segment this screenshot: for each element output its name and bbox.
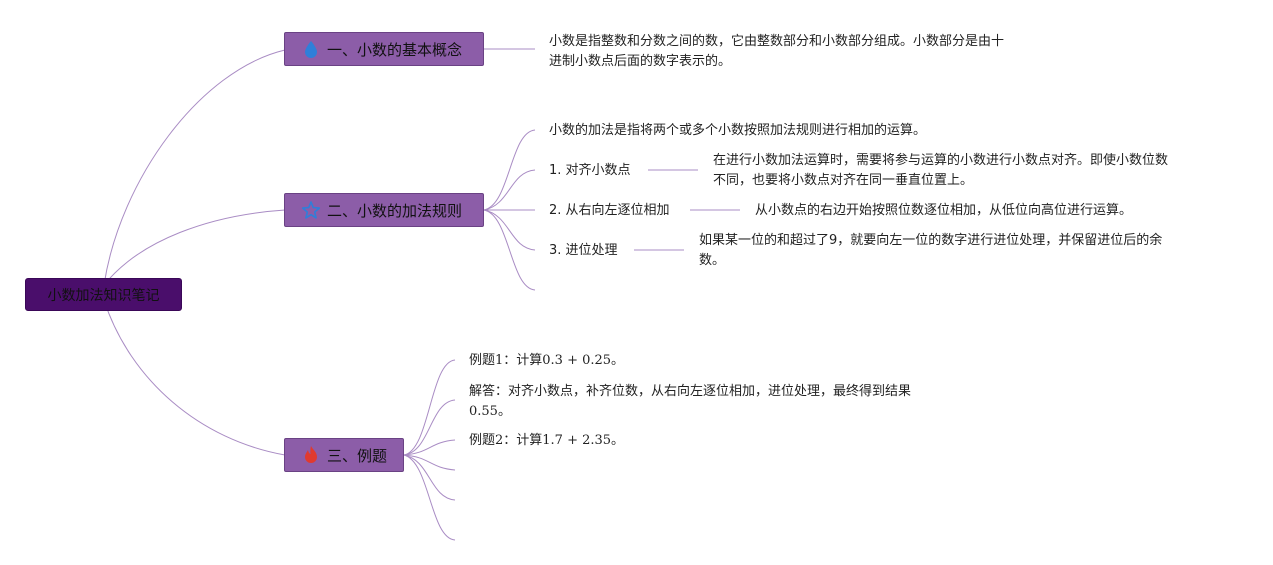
link-branch2-intro — [483, 129, 536, 211]
branch-addition-rules[interactable]: 二、小数的加法规则 — [284, 193, 484, 227]
example-1: 例题1：计算0.3 + 0.25。 — [469, 353, 625, 368]
rule-title-2[interactable]: 2. 从右向左逐位相加 — [549, 203, 670, 218]
branch-examples[interactable]: 三、例题 — [284, 438, 404, 472]
note-basic-concept: 小数是指整数和分数之间的数，它由整数部分和小数部分组成。小数部分是由十 进制小数… — [549, 34, 1005, 69]
link-root-branch1 — [103, 49, 286, 286]
rule-desc-2: 从小数点的右边开始按照位数逐位相加，从低位向高位进行运算。 — [755, 203, 1133, 218]
rule-title-3[interactable]: 3. 进位处理 — [549, 243, 618, 258]
link-branch2-rule3 — [483, 209, 536, 251]
rule-title-1[interactable]: 1. 对齐小数点 — [549, 163, 631, 178]
link-branch3-ex1 — [403, 359, 456, 456]
link-branch3-ex2 — [403, 399, 456, 456]
rule-desc-3: 如果某一位的和超过了9，就要向左一位的数字进行进位处理，并保留进位后的余 数。 — [699, 233, 1163, 268]
branch-label: 二、小数的加法规则 — [327, 201, 463, 220]
star-icon — [301, 200, 321, 220]
example-2: 例题2：计算1.7 + 2.35。 — [469, 433, 625, 448]
branch-basic-concept[interactable]: 一、小数的基本概念 — [284, 32, 484, 66]
branch-label: 三、例题 — [327, 446, 388, 465]
example-1-answer: 解答：对齐小数点，补齐位数，从右向左逐位相加，进位处理，最终得到结果 0.55。 — [469, 384, 912, 419]
link-branch2-rule1 — [483, 169, 536, 211]
link-branch2-empty — [483, 209, 536, 291]
rule-desc-1: 在进行小数加法运算时，需要将参与运算的小数进行小数点对齐。即使小数位数 不同，也… — [713, 153, 1169, 188]
flame-icon — [301, 445, 321, 465]
intro-addition: 小数的加法是指将两个或多个小数按照加法规则进行相加的运算。 — [549, 123, 927, 138]
link-root-branch3 — [103, 299, 286, 456]
root-node[interactable]: 小数加法知识笔记 — [25, 278, 182, 311]
branch-label: 一、小数的基本概念 — [327, 40, 463, 59]
link-branch3-ex3 — [403, 439, 456, 456]
link-root-branch2 — [103, 209, 286, 286]
link-branch3-empty3 — [403, 454, 456, 541]
link-branch3-empty2 — [403, 454, 456, 501]
link-branch3-empty1 — [403, 454, 456, 471]
root-label: 小数加法知识笔记 — [47, 287, 160, 304]
drop-icon — [301, 39, 321, 59]
